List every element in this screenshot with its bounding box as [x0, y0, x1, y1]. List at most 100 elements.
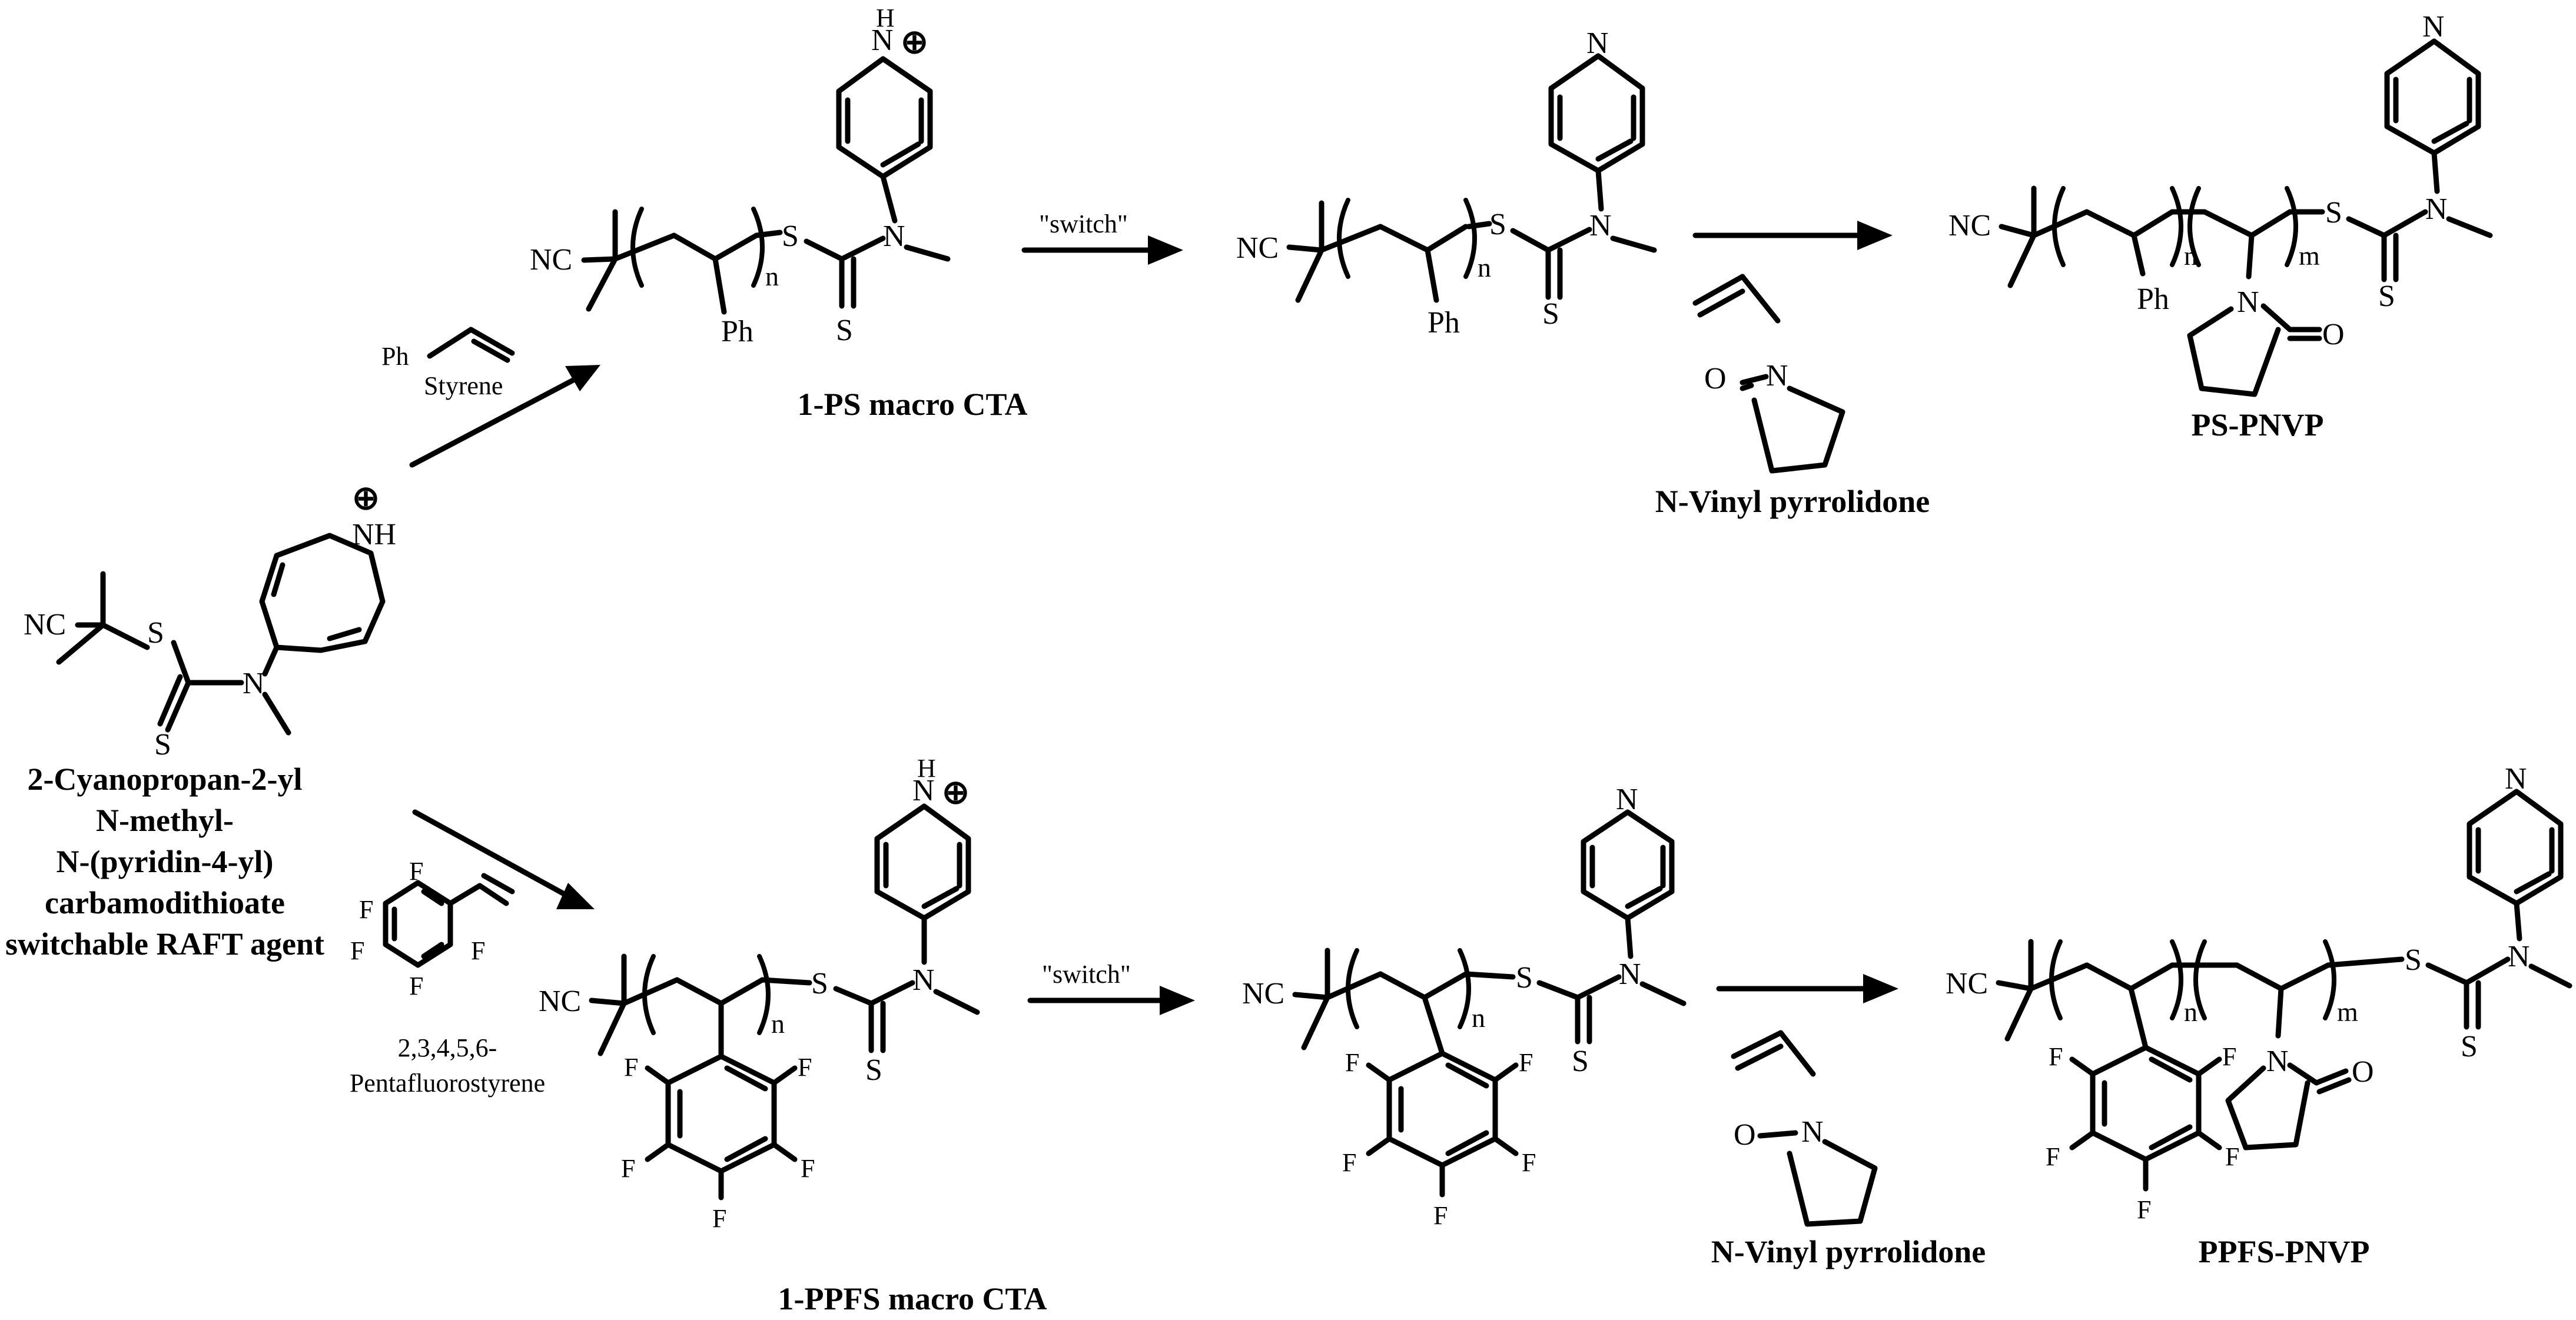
svg-text:F: F: [621, 1154, 635, 1183]
svg-text:Pentafluorostyrene: Pentafluorostyrene: [350, 1069, 545, 1098]
svg-text:O: O: [1704, 362, 1727, 395]
svg-text:n: n: [2184, 997, 2197, 1027]
svg-text:N: N: [1766, 359, 1788, 393]
svg-text:S: S: [1516, 961, 1533, 995]
arrow-switch-bottom: [1027, 986, 1195, 1015]
svg-text:S: S: [1542, 297, 1559, 331]
svg-text:N: N: [1619, 957, 1641, 991]
ppfs-neutral-structure: NC n S S N N F F F: [1242, 783, 1687, 1230]
svg-text:m: m: [2337, 997, 2358, 1027]
svg-text:NC: NC: [1946, 967, 1988, 1000]
nvp-top-label: N-Vinyl pyrrolidone: [1655, 484, 1930, 519]
arrow-styrene: [409, 365, 600, 468]
ps-macro-cta-label: 1-PS macro CTA: [798, 387, 1028, 422]
raft-label-line2: N-methyl-: [96, 803, 234, 838]
svg-text:F: F: [1519, 1048, 1533, 1077]
svg-text:N: N: [1586, 26, 1609, 60]
svg-text:N: N: [2505, 762, 2527, 796]
svg-text:N: N: [2425, 192, 2448, 226]
raft-label-line3: N-(pyridin-4-yl): [57, 844, 274, 879]
arrow-nvp-top: [1692, 221, 1893, 250]
svg-text:N: N: [2237, 285, 2259, 319]
ppfs-macro-cta-structure: NC n S S N N H ⊕ F: [539, 754, 980, 1233]
svg-text:S: S: [1489, 208, 1506, 241]
svg-text:F: F: [624, 1053, 638, 1082]
svg-text:F: F: [471, 936, 485, 965]
svg-text:⊕: ⊕: [942, 774, 970, 811]
svg-text:F: F: [1522, 1148, 1536, 1177]
svg-text:N: N: [243, 667, 265, 700]
svg-text:NC: NC: [1948, 209, 1991, 242]
svg-text:Ph: Ph: [381, 342, 409, 371]
svg-text:S: S: [2405, 943, 2422, 977]
svg-text:F: F: [801, 1154, 815, 1183]
svg-text:S: S: [836, 314, 853, 347]
pfs-reagent: F F F F F 2,3,4,5,6- Pentafluorostyrene: [350, 857, 545, 1098]
svg-text:F: F: [2046, 1142, 2060, 1171]
nvp-bottom-structure: N O: [1731, 1030, 1878, 1227]
svg-text:n: n: [765, 261, 779, 291]
ps-pnvp-label: PS-PNVP: [2192, 407, 2324, 443]
svg-text:NC: NC: [1242, 977, 1284, 1010]
svg-text:NC: NC: [1236, 231, 1279, 265]
svg-text:F: F: [409, 972, 423, 1000]
svg-text:N: N: [2508, 940, 2530, 973]
switch-label-top: "switch": [1039, 210, 1128, 238]
svg-text:Ph: Ph: [721, 315, 753, 348]
svg-text:N: N: [883, 220, 905, 253]
raft-label-line4: carbamodithioate: [45, 885, 285, 920]
svg-text:S: S: [2461, 1030, 2478, 1063]
arrow-pfs: [412, 809, 595, 909]
svg-text:NC: NC: [530, 243, 572, 277]
svg-text:S: S: [782, 220, 799, 253]
svg-text:F: F: [712, 1204, 726, 1233]
svg-text:NH: NH: [352, 518, 396, 551]
svg-text:Styrene: Styrene: [424, 371, 503, 400]
svg-text:n: n: [1478, 252, 1491, 282]
svg-text:H: H: [876, 4, 895, 32]
svg-text:S: S: [865, 1053, 882, 1087]
svg-text:S: S: [154, 728, 171, 762]
svg-text:N: N: [1589, 209, 1612, 242]
styrene-reagent: Ph Styrene: [381, 327, 515, 400]
svg-text:O: O: [2352, 1055, 2374, 1089]
svg-text:F: F: [2137, 1195, 2151, 1224]
svg-text:O: O: [2322, 318, 2345, 351]
svg-text:O: O: [1734, 1118, 1756, 1152]
svg-text:2,3,4,5,6-: 2,3,4,5,6-: [398, 1033, 497, 1062]
svg-text:F: F: [359, 895, 373, 924]
svg-text:n: n: [1472, 1003, 1485, 1033]
svg-text:S: S: [2325, 196, 2342, 230]
svg-text:N: N: [2422, 10, 2445, 44]
ps-pnvp-structure: NC Ph n m S S N N N: [1948, 10, 2493, 397]
svg-text:N: N: [1616, 783, 1638, 816]
nvp-top-structure: N O: [1692, 274, 1845, 474]
svg-text:S: S: [811, 967, 828, 1000]
raft-label-line1: 2-Cyanopropan-2-yl: [27, 762, 302, 797]
svg-text:N: N: [1801, 1115, 1824, 1149]
svg-text:F: F: [2225, 1142, 2239, 1171]
svg-text:N: N: [912, 963, 935, 997]
raft-label-line5: switchable RAFT agent: [5, 926, 324, 962]
svg-text:F: F: [2222, 1042, 2236, 1071]
svg-text:S: S: [2378, 280, 2395, 313]
ppfs-pnvp-structure: NC n m S S N N: [1946, 762, 2572, 1224]
svg-text:N: N: [2266, 1045, 2289, 1078]
arrow-switch-top: [1021, 235, 1183, 265]
svg-text:F: F: [1342, 1148, 1356, 1177]
switch-label-bottom: "switch": [1042, 960, 1131, 989]
svg-text:F: F: [1433, 1201, 1448, 1230]
ps-macro-cta-structure: NC Ph n S S N N H ⊕: [530, 4, 951, 348]
svg-text:⊕: ⊕: [901, 24, 928, 61]
ppfs-pnvp-label: PPFS-PNVP: [2199, 1234, 2370, 1269]
svg-text:N: N: [871, 24, 894, 57]
svg-text:NC: NC: [539, 985, 581, 1018]
svg-text:Ph: Ph: [1428, 306, 1460, 340]
svg-text:F: F: [2049, 1042, 2063, 1071]
svg-text:F: F: [350, 936, 364, 965]
ppfs-macro-cta-label: 1-PPFS macro CTA: [778, 1281, 1047, 1316]
svg-text:n: n: [771, 1009, 785, 1039]
svg-text:Ph: Ph: [2137, 282, 2169, 316]
svg-text:NC: NC: [24, 608, 66, 641]
